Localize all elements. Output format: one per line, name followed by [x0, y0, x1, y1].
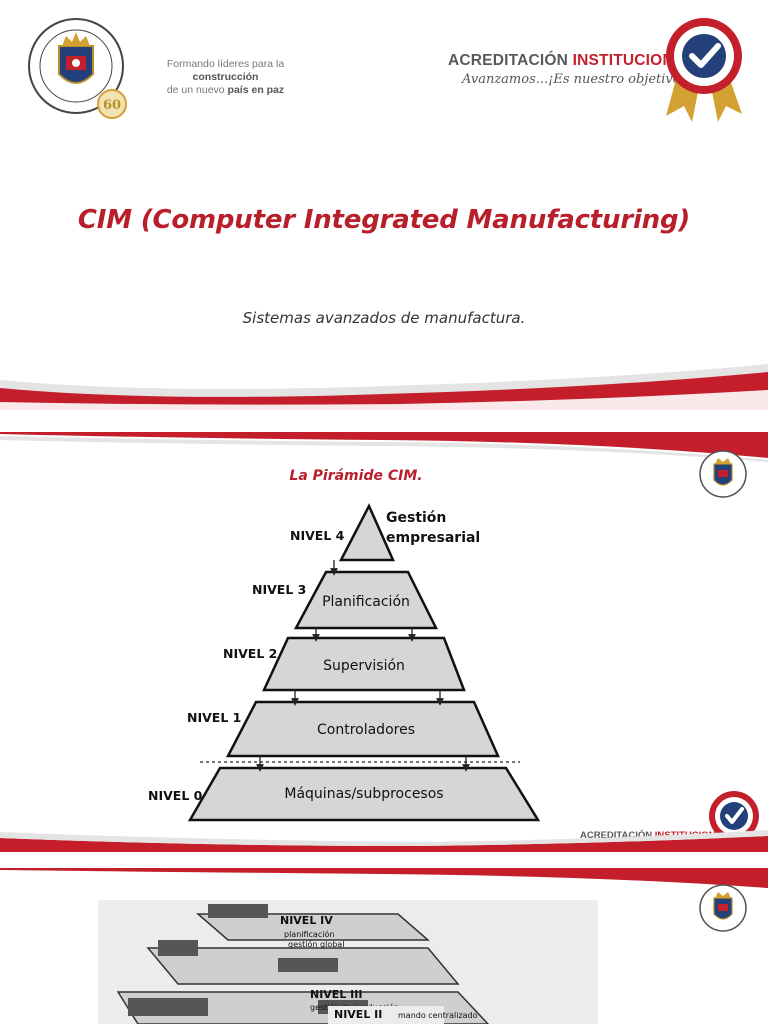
top-wave-band-3 — [0, 868, 768, 888]
tagline: Formando líderes para la construcción de… — [138, 58, 313, 97]
accreditation-word1: ACREDITACIÓN — [448, 52, 569, 69]
university-seal-small-3 — [699, 884, 747, 932]
seal-anniversary-text: 60 — [103, 98, 121, 113]
cim-factory-levels-image: NIVEL IV planificación gestión global NI… — [98, 900, 598, 1024]
pyramid-tier-3 — [293, 570, 439, 630]
top-wave-band — [0, 432, 768, 462]
photo-level-ii: NIVEL II — [334, 1008, 382, 1021]
pyramid-label-3: Planificación — [322, 594, 410, 610]
accreditation-seal-small — [709, 791, 759, 852]
pyramid-level-1: NIVEL 1 — [187, 710, 241, 725]
pyramid-level-3: NIVEL 3 — [252, 582, 306, 597]
tagline-line2-b: país en paz — [227, 84, 285, 96]
slide-3: NIVEL IV planificación gestión global NI… — [0, 868, 768, 1024]
photo-level-ii-line1: mando centralizado — [398, 1011, 478, 1020]
tagline-line1-a: Formando líderes para la — [166, 58, 285, 70]
pyramid-level-0: NIVEL 0 — [148, 788, 203, 803]
pyramid-tier-1 — [225, 700, 500, 758]
pyramid-label-4a: Gestión — [386, 510, 446, 526]
photo-level-iv: NIVEL IV — [280, 914, 333, 927]
photo-level-iv-line2: gestión global — [288, 939, 344, 949]
university-seal-logo: 60 — [28, 18, 127, 119]
photo-level-iii: NIVEL III — [310, 988, 362, 1001]
pyramid-label-4b: empresarial — [386, 530, 480, 546]
university-seal-small — [699, 450, 747, 498]
bottom-wave-band-2 — [0, 830, 768, 852]
accreditation-word2: INSTITUCIONAL — [572, 52, 695, 69]
tagline-line2-a: de un nuevo — [166, 84, 228, 96]
slide-title: CIM (Computer Integrated Manufacturing) — [77, 205, 691, 235]
accreditation-word1-small: ACREDITACIÓN — [580, 830, 653, 841]
slide-subtitle: Sistemas avanzados de manufactura. — [242, 309, 526, 327]
accreditation-seal-logo — [666, 18, 742, 122]
bottom-wave-band — [0, 364, 768, 410]
cim-pyramid-diagram: NIVEL 4 Gestión empresarial NIVEL 3 Plan… — [148, 503, 541, 822]
accreditation-title: ACREDITACIÓN INSTITUCIONAL — [448, 52, 695, 70]
pyramid-label-1: Controladores — [317, 722, 415, 738]
slide-1: 60 Formando líderes para la construcción… — [0, 0, 768, 410]
accreditation-slogan: Avanzamos...¡Es nuestro objetivo! — [462, 72, 686, 87]
pyramid-tier-4 — [338, 503, 395, 562]
pyramid-label-0: Máquinas/subprocesos — [284, 786, 443, 802]
slide-2: La Pirámide CIM. — [0, 432, 768, 852]
pyramid-level-4: NIVEL 4 — [290, 528, 345, 543]
photo-level-iv-line1: planificación — [284, 929, 334, 939]
tagline-line1-b: construcción — [192, 71, 259, 83]
pyramid-tier-0 — [187, 766, 541, 822]
pyramid-label-2: Supervisión — [323, 658, 405, 674]
pyramid-tier-2 — [262, 636, 466, 692]
pyramid-level-2: NIVEL 2 — [223, 646, 277, 661]
pyramid-section-title: La Pirámide CIM. — [289, 468, 423, 484]
